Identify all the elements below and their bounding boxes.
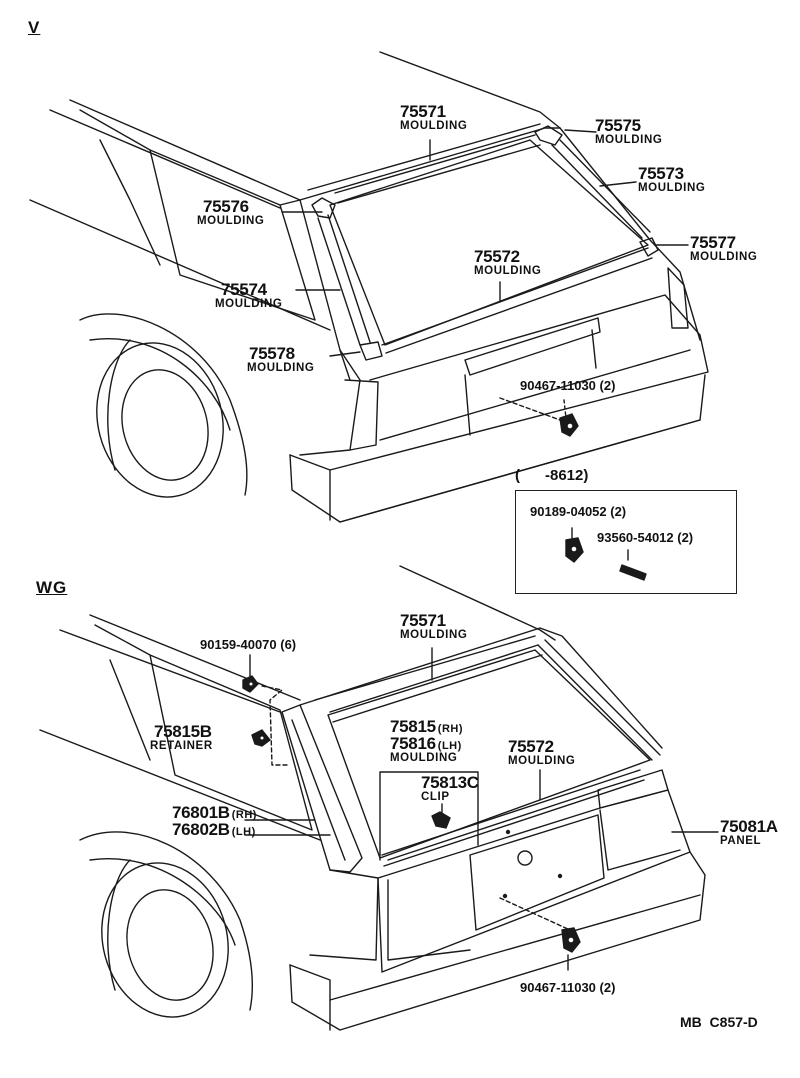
callout-76801b-76802b: 76801B(RH) 76802B(LH) [172, 804, 257, 838]
callout-75572-wagon: 75572 MOULDING [508, 738, 575, 768]
side-rh: (RH) [231, 809, 257, 821]
part-name: MOULDING [474, 265, 542, 277]
part-number: 75575 [595, 116, 641, 135]
callout-75578: 75578 MOULDING [247, 345, 314, 375]
callout-75574: 75574 MOULDING [215, 281, 282, 311]
part-number: 75571 [400, 102, 446, 121]
callout-75572: 75572 MOULDING [474, 248, 541, 278]
part-number: 75574 [221, 280, 267, 299]
part-number: 75572 [474, 247, 520, 266]
part-number: 75572 [508, 737, 554, 756]
van-body-illustration [29, 51, 709, 523]
section-tag-wagon: WG [36, 578, 68, 597]
callout-90467-top: 90467-11030 (2) [520, 378, 615, 394]
part-name: PANEL [720, 835, 762, 847]
callout-75571: 75571 MOULDING [400, 103, 467, 133]
part-number: 75577 [690, 233, 736, 252]
part-number: 76802B [172, 820, 230, 839]
part-number: 90467-11030 (2) [520, 378, 616, 393]
inset-box [515, 490, 737, 594]
part-number: 75571 [400, 611, 446, 630]
part-name: MOULDING [400, 120, 468, 132]
side-lh: (LH) [437, 740, 462, 752]
part-number-rh: 76801B(RH) [172, 804, 257, 821]
callout-75815b: 75815B RETAINER [150, 723, 213, 753]
part-number: 75081A [720, 817, 778, 836]
part-name: MOULDING [215, 298, 283, 310]
callout-75815-75816: 75815(RH) 75816(LH) MOULDING [390, 718, 463, 765]
callout-90159: 90159-40070 (6) [200, 637, 296, 653]
part-name: MOULDING [690, 251, 758, 263]
part-name: CLIP [421, 791, 450, 803]
part-number-lh: 75816(LH) [390, 735, 463, 752]
part-number: 75573 [638, 164, 684, 183]
part-number-lh: 76802B(LH) [172, 821, 257, 838]
part-number: 90159-40070 (6) [200, 637, 297, 652]
side-lh: (LH) [231, 826, 256, 838]
part-number: 90467-11030 (2) [520, 980, 616, 995]
part-name: MOULDING [595, 134, 663, 146]
inset-header: ( -8612) [515, 468, 588, 484]
part-name: RETAINER [150, 740, 213, 752]
callout-75576: 75576 MOULDING [197, 198, 264, 228]
wagon-body-illustration [39, 565, 719, 1031]
callout-75577: 75577 MOULDING [690, 234, 757, 264]
callout-75571-wagon: 75571 MOULDING [400, 612, 467, 642]
part-number: 93560-54012 (2) [597, 530, 694, 545]
part-number: 76801B [172, 803, 230, 822]
callout-90189: 90189-04052 (2) [530, 504, 626, 520]
part-number: 90189-04052 (2) [530, 504, 627, 519]
figure-reference: MB C857-D [680, 1014, 758, 1030]
part-number: 75813C [421, 773, 479, 792]
callout-75813c: 75813C CLIP [421, 774, 479, 804]
callout-75573: 75573 MOULDING [638, 165, 705, 195]
callout-75575: 75575 MOULDING [595, 117, 662, 147]
part-name: MOULDING [247, 362, 315, 374]
inset-clip-art [565, 527, 647, 581]
part-number: 75576 [203, 197, 249, 216]
callout-90467-bottom: 90467-11030 (2) [520, 980, 615, 996]
part-name: MOULDING [638, 182, 706, 194]
part-name: MOULDING [390, 752, 458, 764]
part-name: MOULDING [508, 755, 576, 767]
part-number: 75578 [249, 344, 295, 363]
inset-range: ( -8612) [515, 467, 589, 484]
part-number: 75815 [390, 717, 436, 736]
part-number: 75816 [390, 734, 436, 753]
part-number: 75815B [154, 722, 212, 741]
callout-93560: 93560-54012 (2) [597, 530, 693, 546]
side-rh: (RH) [437, 723, 463, 735]
part-name: MOULDING [197, 215, 265, 227]
part-number-rh: 75815(RH) [390, 718, 463, 735]
section-tag-van: V [28, 18, 41, 37]
part-name: MOULDING [400, 629, 468, 641]
callout-75081a: 75081A PANEL [720, 818, 778, 848]
